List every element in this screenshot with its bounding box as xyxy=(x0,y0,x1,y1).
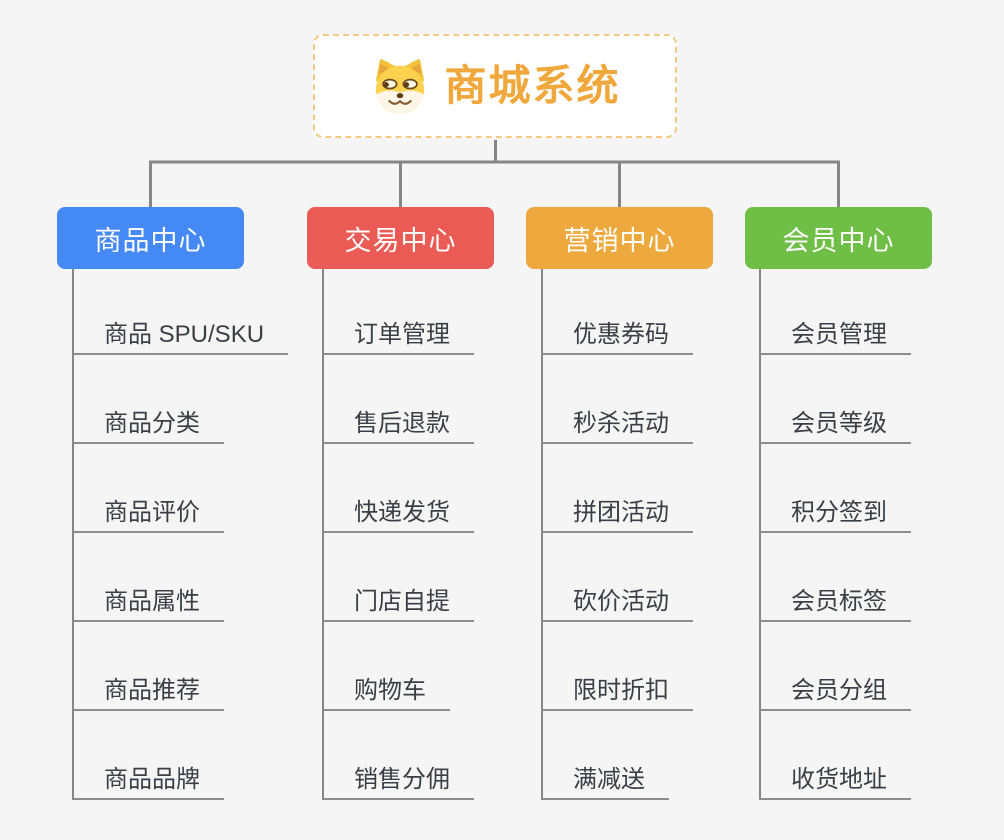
doge-icon xyxy=(376,59,425,115)
child-node[interactable]: 商品推荐 xyxy=(72,673,224,711)
child-node[interactable]: 门店自提 xyxy=(322,584,474,622)
branch-node-marketing-center[interactable]: 营销中心 xyxy=(526,207,713,269)
child-node[interactable]: 满减送 xyxy=(541,762,669,800)
child-node[interactable]: 会员分组 xyxy=(759,673,911,711)
child-node[interactable]: 会员管理 xyxy=(759,317,911,355)
child-node[interactable]: 商品评价 xyxy=(72,495,224,533)
child-node[interactable]: 秒杀活动 xyxy=(541,406,693,444)
child-node[interactable]: 优惠券码 xyxy=(541,317,693,355)
child-node[interactable]: 快递发货 xyxy=(322,495,474,533)
child-node[interactable]: 购物车 xyxy=(322,673,450,711)
child-node[interactable]: 会员等级 xyxy=(759,406,911,444)
child-node[interactable]: 限时折扣 xyxy=(541,673,693,711)
branch-label: 会员中心 xyxy=(782,225,895,256)
child-node[interactable]: 积分签到 xyxy=(759,495,911,533)
child-node[interactable]: 商品 SPU/SKU xyxy=(72,317,289,355)
branch-label: 营销中心 xyxy=(563,225,676,256)
child-node[interactable]: 订单管理 xyxy=(322,317,474,355)
branch-label: 交易中心 xyxy=(344,225,457,256)
branch-node-trade-center[interactable]: 交易中心 xyxy=(307,207,494,269)
child-node[interactable]: 商品属性 xyxy=(72,584,224,622)
child-node[interactable]: 商品分类 xyxy=(72,406,224,444)
branch-node-member-center[interactable]: 会员中心 xyxy=(745,207,932,269)
branch-node-product-center[interactable]: 商品中心 xyxy=(57,207,244,269)
child-node[interactable]: 售后退款 xyxy=(322,406,474,444)
branch-label: 商品中心 xyxy=(94,225,207,256)
child-node[interactable]: 拼团活动 xyxy=(541,495,693,533)
child-node[interactable]: 销售分佣 xyxy=(322,762,474,800)
root-node[interactable]: 商城系统 xyxy=(313,34,677,138)
child-node[interactable]: 砍价活动 xyxy=(541,584,693,622)
child-node[interactable]: 商品品牌 xyxy=(72,762,224,800)
root-title: 商城系统 xyxy=(444,62,621,109)
child-node[interactable]: 会员标签 xyxy=(759,584,911,622)
child-node[interactable]: 收货地址 xyxy=(759,762,911,800)
